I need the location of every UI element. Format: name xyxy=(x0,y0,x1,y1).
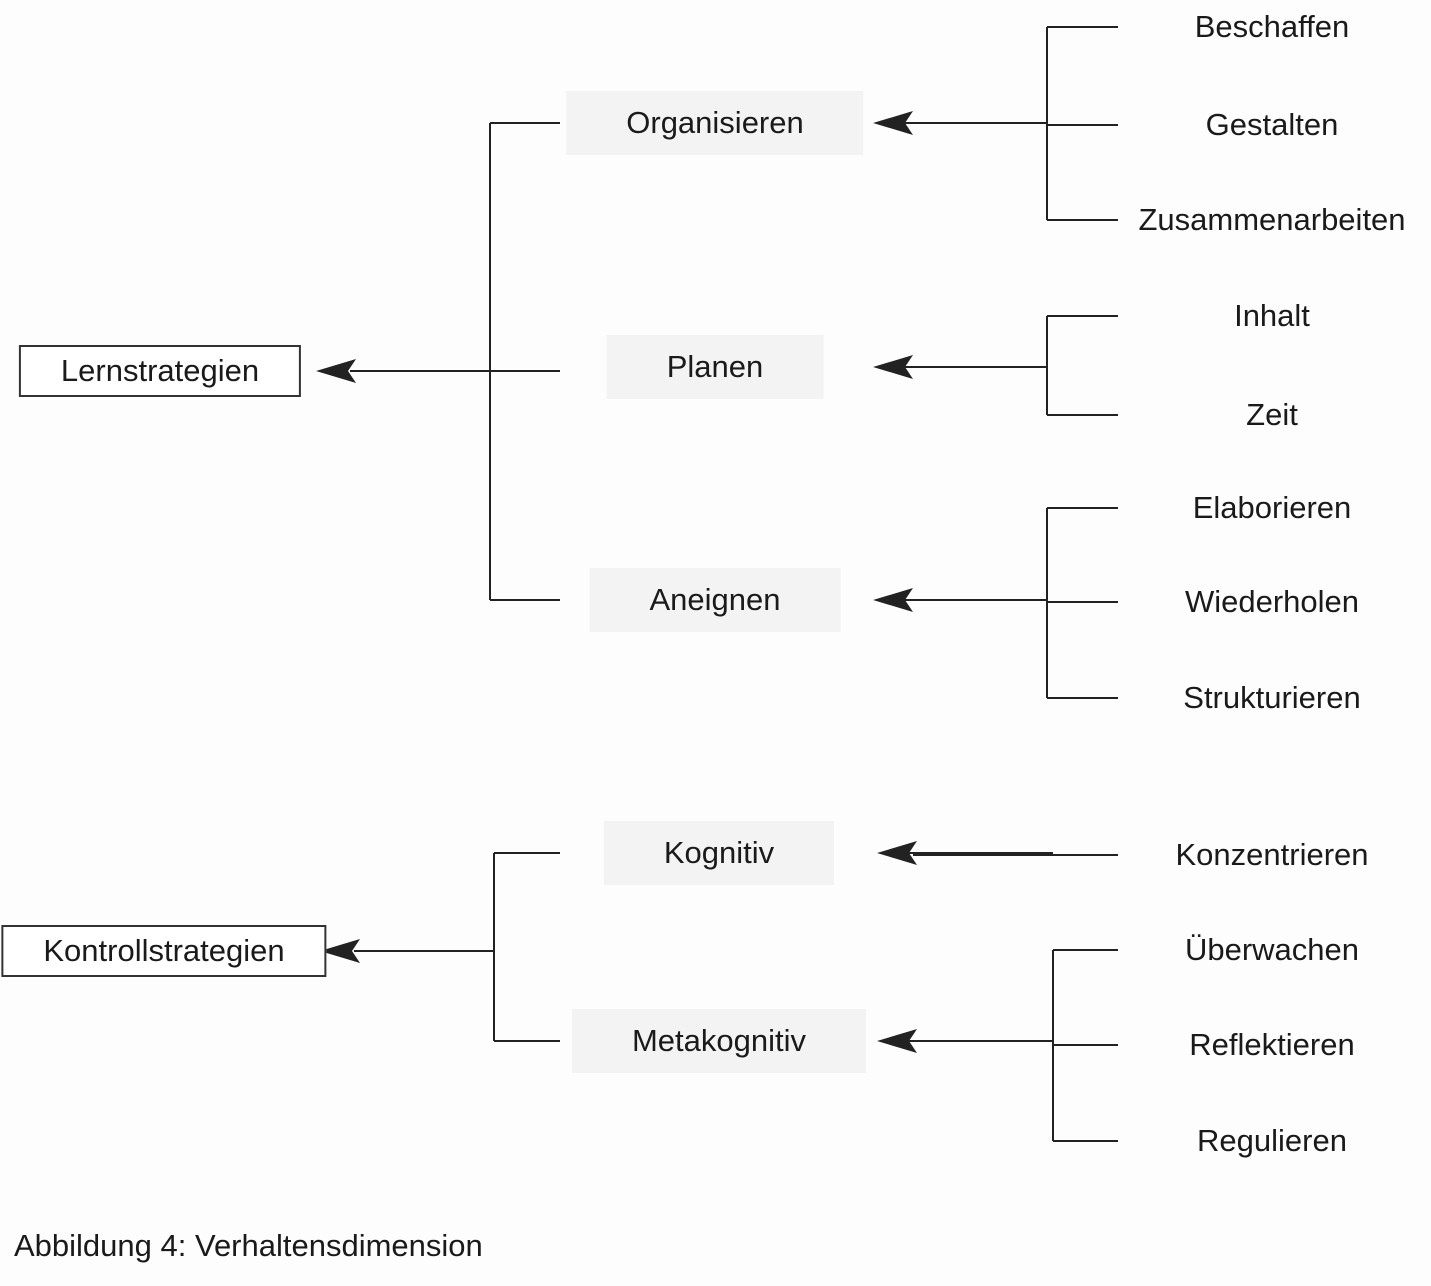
leaf-node: Zusammenarbeiten xyxy=(1138,202,1406,237)
leaf-node: Beschaffen xyxy=(1194,9,1350,44)
root-node: Lernstrategien xyxy=(18,345,302,397)
leaf-node: Gestalten xyxy=(1205,107,1339,142)
category-node: Metakognitiv xyxy=(571,1009,867,1073)
arrowhead-icon xyxy=(873,355,913,379)
arrowhead-icon xyxy=(316,359,356,383)
figure-caption: Abbildung 4: Verhaltensdimension xyxy=(14,1228,483,1263)
category-node: Aneignen xyxy=(589,568,841,632)
leaf-node: Regulieren xyxy=(1197,1123,1347,1158)
leaf-node: Reflektieren xyxy=(1189,1027,1355,1062)
category-node: Kognitiv xyxy=(603,821,835,885)
leaf-node: Überwachen xyxy=(1184,932,1360,967)
root-node: Kontrollstrategien xyxy=(1,925,327,977)
leaf-node: Elaborieren xyxy=(1192,490,1352,525)
leaf-node: Konzentrieren xyxy=(1175,837,1369,872)
arrowhead-icon xyxy=(873,588,913,612)
category-node: Organisieren xyxy=(566,91,864,155)
arrowhead-icon xyxy=(877,841,917,865)
arrowhead-icon xyxy=(320,939,360,963)
leaf-node: Wiederholen xyxy=(1184,584,1360,619)
arrowhead-icon xyxy=(873,111,913,135)
arrowhead-icon xyxy=(877,1029,917,1053)
category-node: Planen xyxy=(606,335,824,399)
leaf-node: Inhalt xyxy=(1234,298,1310,333)
leaf-node: Strukturieren xyxy=(1183,680,1361,715)
leaf-node: Zeit xyxy=(1246,397,1298,432)
